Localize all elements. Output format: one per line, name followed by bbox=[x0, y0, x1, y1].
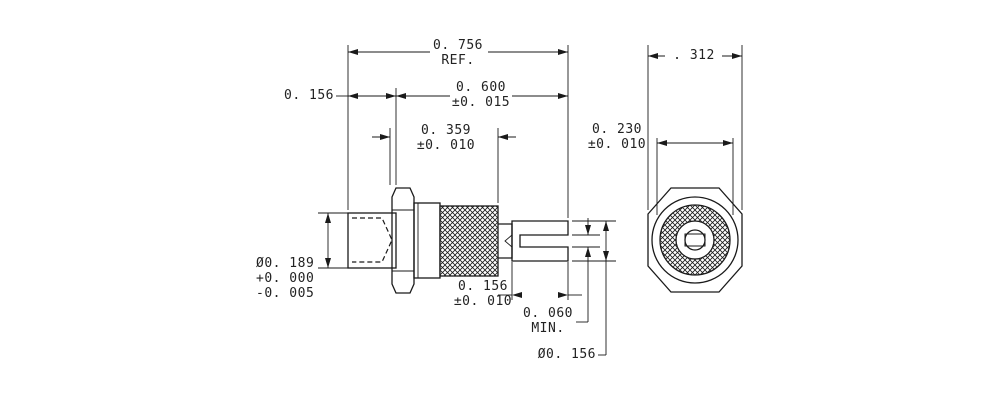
bore-dia-tol: ±0. 010 bbox=[587, 137, 647, 152]
dimension-lines bbox=[318, 45, 616, 356]
bore-dia-label: 0. 230 ±0. 010 bbox=[588, 122, 646, 152]
flange-width-label: 0. 156 bbox=[284, 88, 334, 103]
knurl-length-value: 0. 359 bbox=[421, 123, 471, 138]
slot-length-label: 0. 156 ±0. 010 bbox=[454, 279, 512, 309]
hex-flats-label: . 312 bbox=[673, 48, 715, 63]
slot-depth-value: 0. 060 bbox=[523, 306, 573, 321]
shank-dia-tol-plus: +0. 000 bbox=[256, 271, 315, 286]
body-length-value: 0. 600 bbox=[456, 80, 506, 95]
shank-dia-label: Ø0. 189 +0. 000 -0. 005 bbox=[256, 256, 314, 301]
side-view bbox=[347, 187, 569, 294]
body-length-label: 0. 600 ±0. 015 bbox=[452, 80, 510, 110]
hex-flange bbox=[391, 187, 415, 294]
bore-dia-value: 0. 230 bbox=[592, 122, 642, 137]
slot-face bbox=[684, 233, 706, 247]
overall-length-label: 0. 756 REF. bbox=[433, 38, 483, 68]
overall-length-value: 0. 756 bbox=[433, 38, 483, 53]
slot-length-value: 0. 156 bbox=[458, 279, 508, 294]
slot-depth-note: MIN. bbox=[531, 321, 565, 336]
flange-circle bbox=[651, 196, 739, 284]
knurled-body bbox=[439, 205, 499, 277]
knurl-length-tol: ±0. 010 bbox=[416, 138, 476, 153]
slot-length-tol: ±0. 010 bbox=[453, 294, 513, 309]
slot-depth-label: 0. 060 MIN. bbox=[523, 306, 573, 336]
pin-chamfer bbox=[504, 234, 513, 248]
shank bbox=[347, 212, 397, 269]
hidden-bore bbox=[352, 217, 393, 263]
hex-outline bbox=[647, 187, 743, 293]
knurl-length-label: 0. 359 ±0. 010 bbox=[417, 123, 475, 153]
end-view bbox=[647, 45, 743, 293]
overall-length-ref: REF. bbox=[441, 53, 475, 68]
slotted-pin bbox=[511, 220, 569, 262]
shank-dia-tol-minus: -0. 005 bbox=[256, 286, 315, 301]
bore-circle bbox=[684, 229, 706, 251]
body-length-tol: ±0. 015 bbox=[451, 95, 511, 110]
pin-dia-label: Ø0. 156 bbox=[537, 347, 596, 362]
shank-dia-value: Ø0. 189 bbox=[256, 256, 315, 271]
